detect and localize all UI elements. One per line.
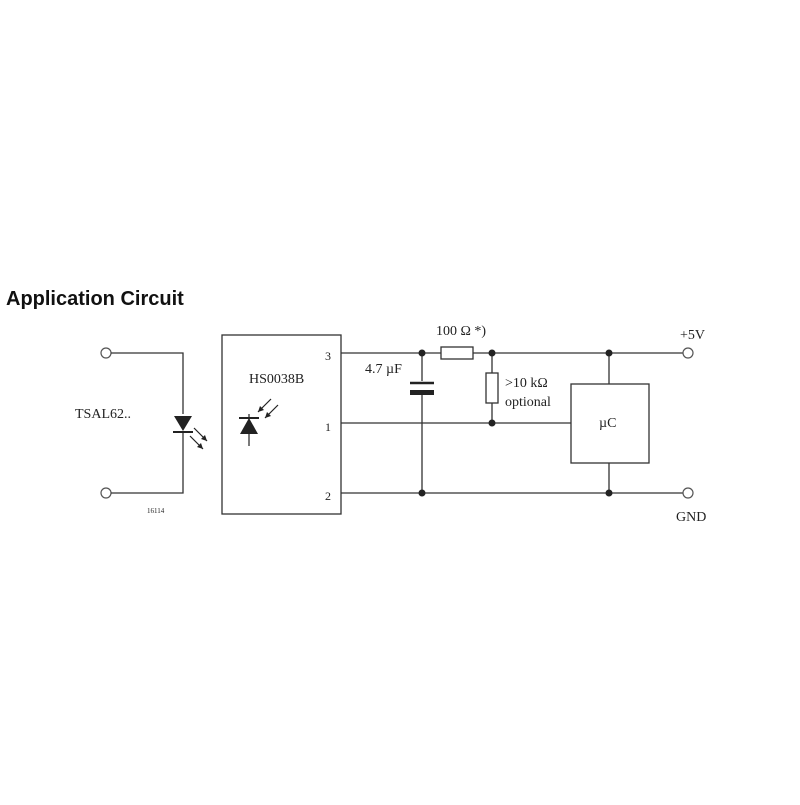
emitter-section: TSAL62.. 16114 bbox=[75, 347, 208, 515]
receiver-box bbox=[221, 334, 342, 515]
page-title: Application Circuit bbox=[6, 288, 184, 310]
junction-dot bbox=[418, 489, 426, 497]
emitter-terminal-bottom bbox=[100, 487, 112, 499]
ground-label: GND bbox=[676, 510, 706, 525]
supply-rail: 100 Ω *) +5V bbox=[341, 324, 705, 360]
receiver-label: HS0038B bbox=[249, 372, 304, 387]
junction-dot bbox=[418, 349, 426, 357]
ground-terminal bbox=[682, 487, 694, 499]
pullup-resistor-icon bbox=[485, 372, 499, 404]
ground-rail: GND bbox=[341, 487, 706, 525]
receiver-module: HS0038B 3 1 2 bbox=[221, 334, 342, 515]
supply-label: +5V bbox=[680, 328, 705, 343]
series-resistor-label: 100 Ω *) bbox=[436, 324, 486, 339]
pullup-branch: >10 kΩ optional bbox=[485, 353, 551, 423]
junction-dot bbox=[605, 489, 613, 497]
capacitor-branch: 4.7 µF bbox=[365, 353, 434, 493]
series-resistor-icon bbox=[440, 346, 474, 360]
microcontroller-label: µC bbox=[599, 416, 616, 431]
pin-3-label: 3 bbox=[325, 349, 331, 363]
pullup-resistor-label: >10 kΩ bbox=[505, 376, 548, 391]
emitter-label: TSAL62.. bbox=[75, 407, 131, 422]
photodiode-icon bbox=[239, 398, 279, 446]
pin-2-label: 2 bbox=[325, 489, 331, 503]
supply-terminal bbox=[682, 347, 694, 359]
figure-number: 16114 bbox=[147, 507, 165, 515]
pullup-resistor-note: optional bbox=[505, 395, 551, 410]
emitter-wire-bottom bbox=[111, 432, 184, 494]
junction-dots bbox=[418, 349, 613, 497]
microcontroller: µC bbox=[570, 353, 650, 493]
microcontroller-box bbox=[570, 383, 650, 464]
emitter-terminal-top bbox=[100, 347, 112, 359]
emitter-wire-top bbox=[111, 352, 184, 414]
capacitor-icon bbox=[410, 381, 434, 395]
junction-dot bbox=[605, 349, 613, 357]
pin-1-label: 1 bbox=[325, 420, 331, 434]
capacitor-label: 4.7 µF bbox=[365, 362, 402, 377]
junction-dot bbox=[488, 349, 496, 357]
ir-emitter-diode-icon bbox=[173, 416, 208, 450]
junction-dot bbox=[488, 419, 496, 427]
